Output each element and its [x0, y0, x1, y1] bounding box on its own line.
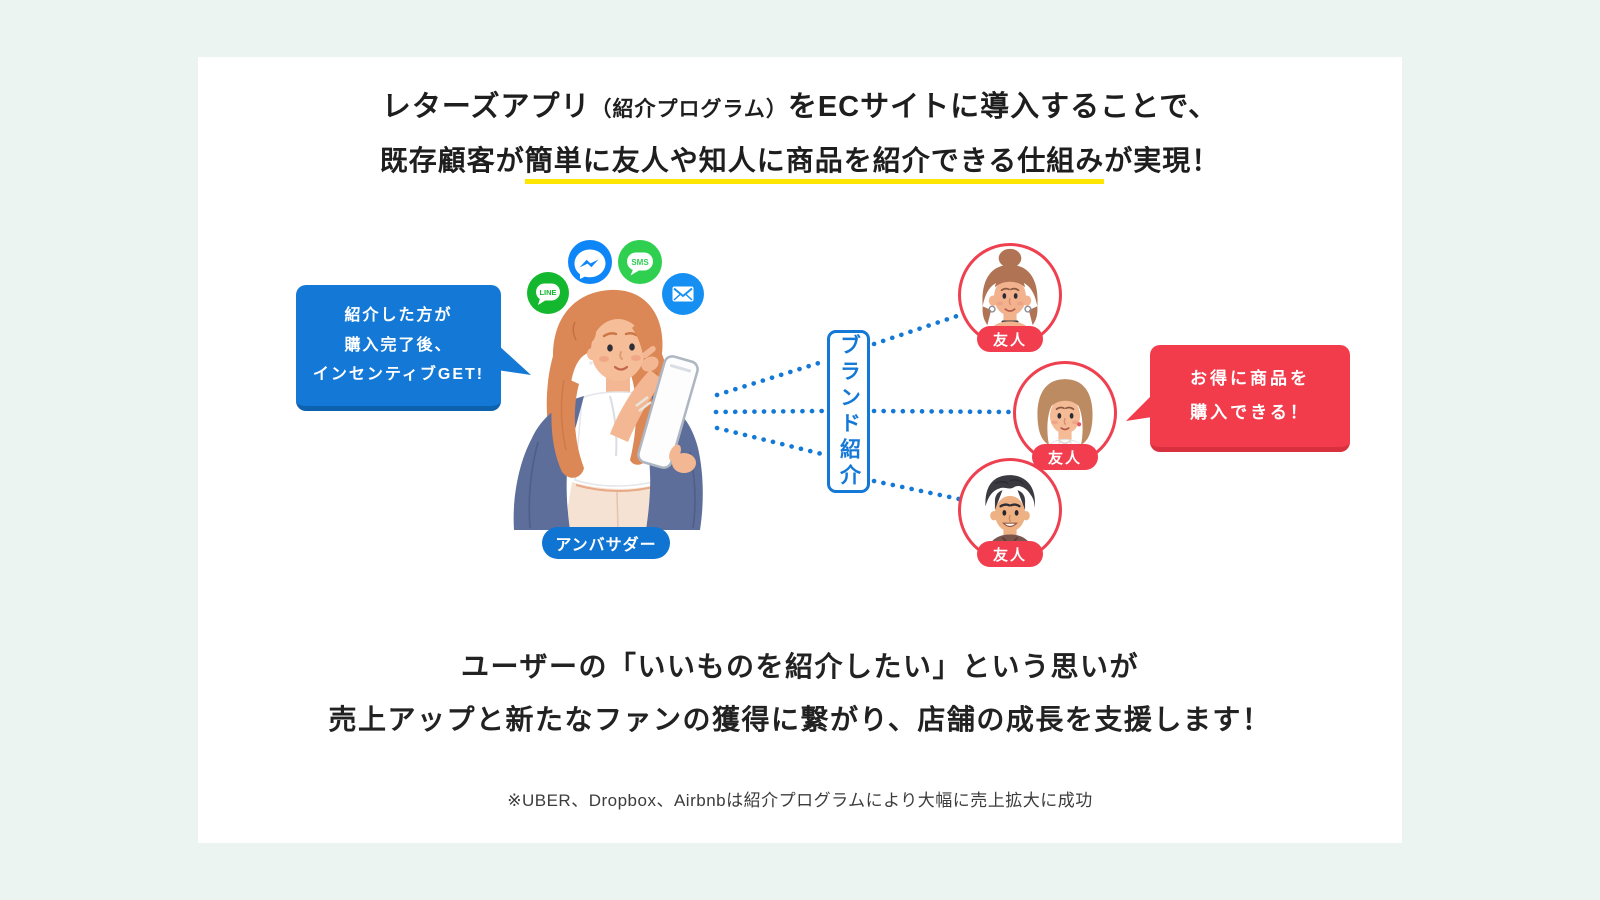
- messenger-icon: [568, 240, 612, 284]
- ambassador-bubble-line: 購入完了後、: [344, 336, 453, 354]
- closing-line1: ユーザーの「いいものを紹介したい」という思いが: [461, 651, 1139, 682]
- friend-label-1: 友人: [977, 326, 1043, 352]
- sms-icon: SMS: [618, 240, 662, 284]
- headline-line2-pre: 既存顧客が: [379, 145, 525, 176]
- closing-line2: 売上アップと新たなファンの獲得に繋がり、店舗の成長を支援します！: [328, 704, 1272, 735]
- email-icon: [662, 273, 704, 315]
- ambassador-bubble-line: 紹介した方が: [344, 307, 453, 325]
- bubble-tail: [1126, 395, 1152, 421]
- friend-bubble-line: お得に商品を: [1190, 369, 1310, 388]
- bubble-tail: [497, 344, 531, 375]
- footnote: ※UBER、Dropbox、Airbnbは紹介プログラムにより大幅に売上拡大に成…: [507, 791, 1093, 810]
- headline-highlighted-text: 簡単に友人や知人に商品を紹介できる仕組み: [524, 145, 1105, 184]
- headline-line1: レターズアプリ（紹介プログラム）をECサイトに導入することで、: [198, 83, 1402, 125]
- headline-paren: （紹介プログラム）: [590, 98, 788, 121]
- friend-label-3: 友人: [977, 541, 1043, 567]
- content-card: レターズアプリ（紹介プログラム）をECサイトに導入することで、 既存顧客が簡単に…: [198, 57, 1402, 843]
- svg-text:LINE: LINE: [539, 288, 556, 297]
- ambassador-bubble-line: インセンティブGET!: [312, 366, 485, 384]
- svg-text:SMS: SMS: [631, 258, 649, 267]
- friend-bubble-line: 購入できる！: [1190, 403, 1310, 422]
- headline-line2-post: が実現！: [1104, 145, 1221, 176]
- headline-rest: をECサイトに導入することで、: [787, 91, 1219, 123]
- line-icon: LINE: [527, 272, 569, 314]
- headline-app-name: レターズアプリ: [381, 91, 591, 123]
- ambassador-illustration: [513, 289, 703, 530]
- friend-label-2: 友人: [1032, 444, 1098, 470]
- ambassador-speech-bubble: 紹介した方が 購入完了後、 インセンティブGET!: [296, 285, 531, 411]
- brand-introduction-label: ブランド紹介: [837, 333, 861, 490]
- brand-introduction-box: ブランド紹介: [827, 330, 870, 493]
- ambassador-label: アンバサダー: [542, 527, 670, 559]
- friend-speech-bubble: お得に商品を 購入できる！: [1126, 345, 1350, 452]
- headline-line2: 既存顧客が簡単に友人や知人に商品を紹介できる仕組みが実現！: [198, 139, 1402, 184]
